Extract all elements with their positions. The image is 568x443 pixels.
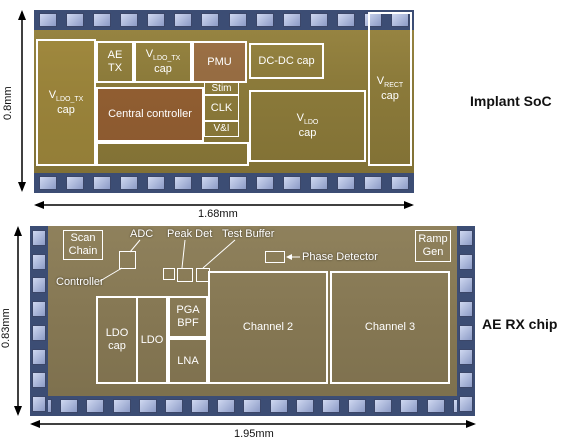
pga-bpf-block: PGA BPF xyxy=(168,296,208,338)
adc-label: ADC xyxy=(130,228,154,240)
stim-block: Stim xyxy=(204,82,239,95)
implant-width-label: 1.68mm xyxy=(198,208,238,220)
clk-block: CLK xyxy=(204,95,239,121)
aerx-left-pads xyxy=(30,226,48,416)
phase-detector-label: Phase Detector xyxy=(302,251,378,263)
ae-tx-block: AE TX xyxy=(96,41,134,83)
scan-chain-block: Scan Chain xyxy=(63,230,103,260)
implant-bottom-pads xyxy=(34,173,414,193)
callout-lines xyxy=(99,239,300,282)
peak-det-label: Peak Det xyxy=(167,228,213,240)
aerx-width-label: 1.95mm xyxy=(234,428,274,440)
implant-soc-label: Implant SoC xyxy=(470,93,552,109)
implant-top-pads xyxy=(34,10,414,30)
channel-2-block: Channel 2 xyxy=(208,271,328,384)
central-lower-strip xyxy=(96,142,249,166)
pmu-block: PMU xyxy=(192,41,247,83)
ldo-block: LDO xyxy=(136,296,168,384)
dcdc-cap-block: DC-DC cap xyxy=(249,43,324,79)
phase-detector-block xyxy=(265,251,285,263)
channel-3-block: Channel 3 xyxy=(330,271,450,384)
adc-block xyxy=(119,251,136,269)
peak-det-block xyxy=(163,268,175,280)
test-buffer-label: Test Buffer xyxy=(222,228,275,240)
ae-rx-die: Scan Chain Ramp Gen LDO cap LDO PGA BPF … xyxy=(30,226,475,416)
aerx-right-pads xyxy=(457,226,475,416)
peak-det-block-2 xyxy=(177,268,193,282)
controller-label: Controller xyxy=(56,276,104,288)
lna-block: LNA xyxy=(168,338,208,384)
implant-height-label: 0.8mm xyxy=(2,86,14,120)
ae-rx-label: AE RX chip xyxy=(482,316,558,332)
central-controller-block: Central controller xyxy=(96,87,204,142)
vi-block: V&I xyxy=(204,121,239,137)
ramp-gen-block: Ramp Gen xyxy=(415,230,451,262)
aerx-height-label: 0.83mm xyxy=(0,308,12,348)
